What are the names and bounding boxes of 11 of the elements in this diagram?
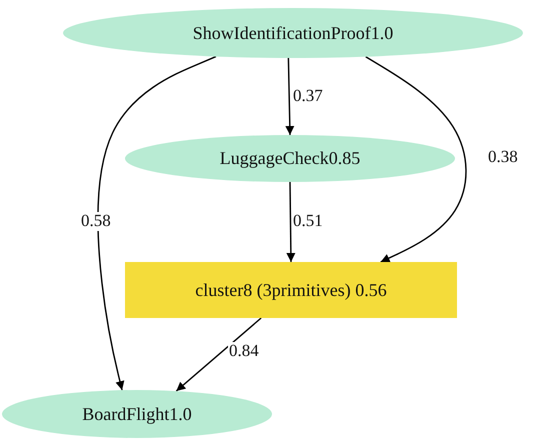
node-label: LuggageCheck0.85 [220,148,360,169]
arrow [97,56,216,390]
edge-label: 0.58 [80,212,112,231]
process-box [125,262,457,318]
node-label: BoardFlight1.0 [82,404,192,424]
arrow [176,317,262,392]
node-label: ShowIdentificationProof1.0 [192,22,394,44]
arrow [286,182,296,262]
node-label: cluster8 (3primitives) 0.56 [195,280,387,300]
arrow [285,58,294,136]
arrow [365,56,467,263]
